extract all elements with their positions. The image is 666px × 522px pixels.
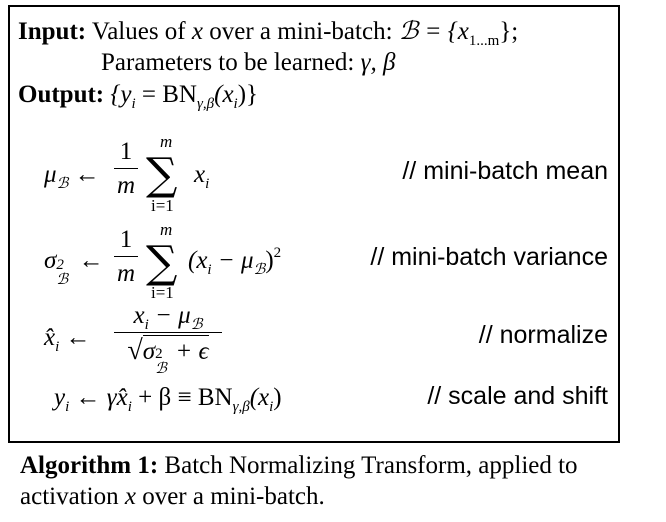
input-label: Input: xyxy=(18,18,87,45)
y-symbol: y xyxy=(54,384,66,411)
sum-body-sub: i xyxy=(205,176,210,192)
sum-lower-limit: i=1 xyxy=(151,283,174,302)
sum-upper-limit: m xyxy=(160,220,173,239)
sigma-symbol: σ xyxy=(44,247,57,274)
den-sup: 2 xyxy=(155,346,163,362)
frac-bar xyxy=(114,256,138,257)
algorithm-caption: Algorithm 1: Batch Normalizing Transform… xyxy=(20,450,620,512)
den-sigma: σ xyxy=(142,338,156,365)
input-line: Input: Values of x over a mini-batch: ℬ … xyxy=(18,18,519,49)
input-set: ℬ = {x xyxy=(398,18,469,45)
frac-bar xyxy=(114,332,222,333)
frac-denominator: m xyxy=(116,172,136,199)
algorithm-box: Input: Values of x over a mini-batch: ℬ … xyxy=(8,5,620,443)
assign-arrow: ← xyxy=(75,384,101,411)
rhs-1: γx̂ xyxy=(106,384,128,411)
xhat-symbol: x̂ xyxy=(44,324,56,351)
input-set-sub: 1...m xyxy=(468,33,500,49)
sigma-sup: 2 xyxy=(56,257,64,273)
input-set-end: }; xyxy=(499,18,519,45)
y-sub: i xyxy=(65,399,70,415)
input-text-1: Values of xyxy=(91,18,186,45)
output-expr-1: {y xyxy=(110,81,132,108)
assign-arrow: ← xyxy=(74,161,100,188)
num-sub: i xyxy=(144,317,149,333)
output-label: Output: xyxy=(18,81,105,108)
caption-label: Algorithm 1: xyxy=(20,452,159,479)
sum-body: (x xyxy=(188,247,208,274)
sigma-sum-icon: ∑ xyxy=(146,149,178,200)
caption-text-2: over a mini-batch. xyxy=(142,483,325,510)
assign-arrow: ← xyxy=(78,247,104,274)
output-expr-sub-i: i xyxy=(131,96,136,112)
step-mean-lhs: μℬ ← xyxy=(44,161,100,191)
caption-var: x xyxy=(124,483,136,510)
sqrt-icon: √ xyxy=(127,335,143,366)
assign-arrow: ← xyxy=(65,324,91,351)
output-line: Output: {yi = BNγ,β(xi)} xyxy=(18,81,259,112)
output-expr-2: = BN xyxy=(135,81,197,108)
mu-symbol: μ xyxy=(44,161,57,188)
step-variance-fraction: 1 m xyxy=(114,227,138,286)
mu-sub: ℬ xyxy=(56,174,69,192)
params-text: Parameters to be learned: xyxy=(101,49,355,76)
den-2: + ϵ xyxy=(169,338,209,365)
step-mean-body: xi xyxy=(194,161,209,192)
step-normalize-lhs: x̂i ← xyxy=(44,324,91,355)
input-text-2: over a mini-batch: xyxy=(209,18,393,45)
step-mean-fraction: 1 m xyxy=(114,139,138,198)
rhs-4: ) xyxy=(273,384,282,411)
rhs-sub-3: i xyxy=(269,399,274,415)
num-sub-2: ℬ xyxy=(190,315,203,333)
num-x: x xyxy=(133,302,145,329)
output-expr-sub: γ,β xyxy=(196,96,215,112)
sum-body-sub-2: ℬ xyxy=(253,260,266,278)
sum-body-2: − μ xyxy=(211,247,254,274)
caption-text-1: Batch Normalizing Transform, applied to … xyxy=(20,452,578,510)
sigma-sum-icon: ∑ xyxy=(146,237,178,288)
output-expr-sub-i-2: i xyxy=(233,96,238,112)
sum-body: x xyxy=(194,161,206,188)
num-2: − μ xyxy=(148,302,191,329)
rhs-3: (x xyxy=(249,384,270,411)
rhs-sub-2: γ,β xyxy=(232,399,250,415)
sum-body-sup: 2 xyxy=(273,245,282,261)
comment-mean: // mini-batch mean xyxy=(402,157,608,185)
sum-body-sub: i xyxy=(207,262,212,278)
sigma-sub: ℬ xyxy=(56,270,69,288)
frac-numerator: 1 xyxy=(119,226,133,253)
den-sub: ℬ xyxy=(155,359,167,377)
input-var-x: x xyxy=(191,18,203,45)
sum-upper-limit: m xyxy=(160,132,173,151)
output-expr-4: )} xyxy=(237,81,259,108)
frac-bar xyxy=(114,168,138,169)
frac-numerator: 1 xyxy=(119,138,133,165)
sum-lower-limit: i=1 xyxy=(151,196,174,215)
params-vars: γ, β xyxy=(360,49,396,76)
sum-body-3: ) xyxy=(265,247,274,274)
output-expr-3: (x xyxy=(214,81,234,108)
rhs-sub-1: i xyxy=(127,399,132,415)
comment-scale-shift: // scale and shift xyxy=(427,382,608,410)
rhs-2: + β ≡ BN xyxy=(131,384,233,411)
step-scale-shift-expr: yi ← γx̂i + β ≡ BNγ,β(xi) xyxy=(54,384,282,415)
xhat-sub: i xyxy=(55,339,60,355)
comment-variance: // mini-batch variance xyxy=(370,243,608,271)
frac-denominator: m xyxy=(116,260,136,287)
comment-normalize: // normalize xyxy=(478,321,608,349)
step-variance-body: (xi − μℬ)2 xyxy=(188,245,282,278)
params-line: Parameters to be learned: γ, β xyxy=(101,50,395,75)
normalize-numerator: xi − μℬ xyxy=(114,302,222,333)
